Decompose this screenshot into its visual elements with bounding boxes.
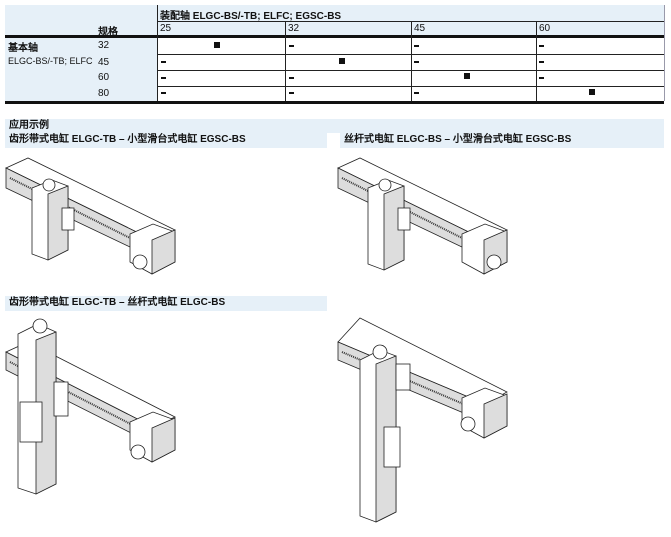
- compatible-mark: [589, 89, 595, 95]
- size-label: 规格: [98, 27, 118, 38]
- row-label-bg: [5, 38, 157, 101]
- example-title: 齿形带式电缸 ELGC-TB – 小型滑台式电缸 EGSC-BS: [5, 133, 327, 148]
- not-compatible-mark: [414, 61, 419, 63]
- gantry-illustration-4: [337, 317, 508, 523]
- example-title: 丝杆式电缸 ELGC-BS – 小型滑台式电缸 EGSC-BS: [340, 133, 664, 148]
- col-header: 60: [539, 23, 551, 34]
- not-compatible-mark: [539, 45, 544, 47]
- base-axis-label: 基本轴: [8, 43, 38, 54]
- gantry-illustration-1: [5, 157, 176, 275]
- not-compatible-mark: [414, 92, 419, 94]
- not-compatible-mark: [289, 77, 294, 79]
- row-size: 32: [98, 40, 110, 51]
- row-size: 60: [98, 72, 110, 83]
- example-title: 齿形带式电缸 ELGC-TB – 丝杆式电缸 ELGC-BS: [5, 296, 327, 311]
- not-compatible-mark: [289, 45, 294, 47]
- gantry-illustration-3: [5, 318, 176, 495]
- not-compatible-mark: [539, 77, 544, 79]
- not-compatible-mark: [161, 77, 166, 79]
- col-header: 45: [414, 23, 426, 34]
- not-compatible-mark: [414, 45, 419, 47]
- row-size: 45: [98, 57, 110, 68]
- not-compatible-mark: [161, 92, 166, 94]
- row-size: 80: [98, 88, 110, 99]
- compatible-mark: [214, 42, 220, 48]
- not-compatible-mark: [289, 92, 294, 94]
- not-compatible-mark: [539, 61, 544, 63]
- col-header: 25: [160, 23, 172, 34]
- compatible-mark: [464, 73, 470, 79]
- compatible-mark: [339, 58, 345, 64]
- examples-heading: 应用示例: [5, 119, 664, 133]
- not-compatible-mark: [161, 61, 166, 63]
- col-header: 32: [288, 23, 300, 34]
- mount-axis-header: 装配轴 ELGC-BS/-TB; ELFC; EGSC-BS: [160, 11, 342, 22]
- base-axis-models: ELGC-BS/-TB; ELFC: [8, 56, 93, 66]
- table-header-bg: [5, 5, 664, 35]
- gantry-illustration-2: [337, 157, 508, 275]
